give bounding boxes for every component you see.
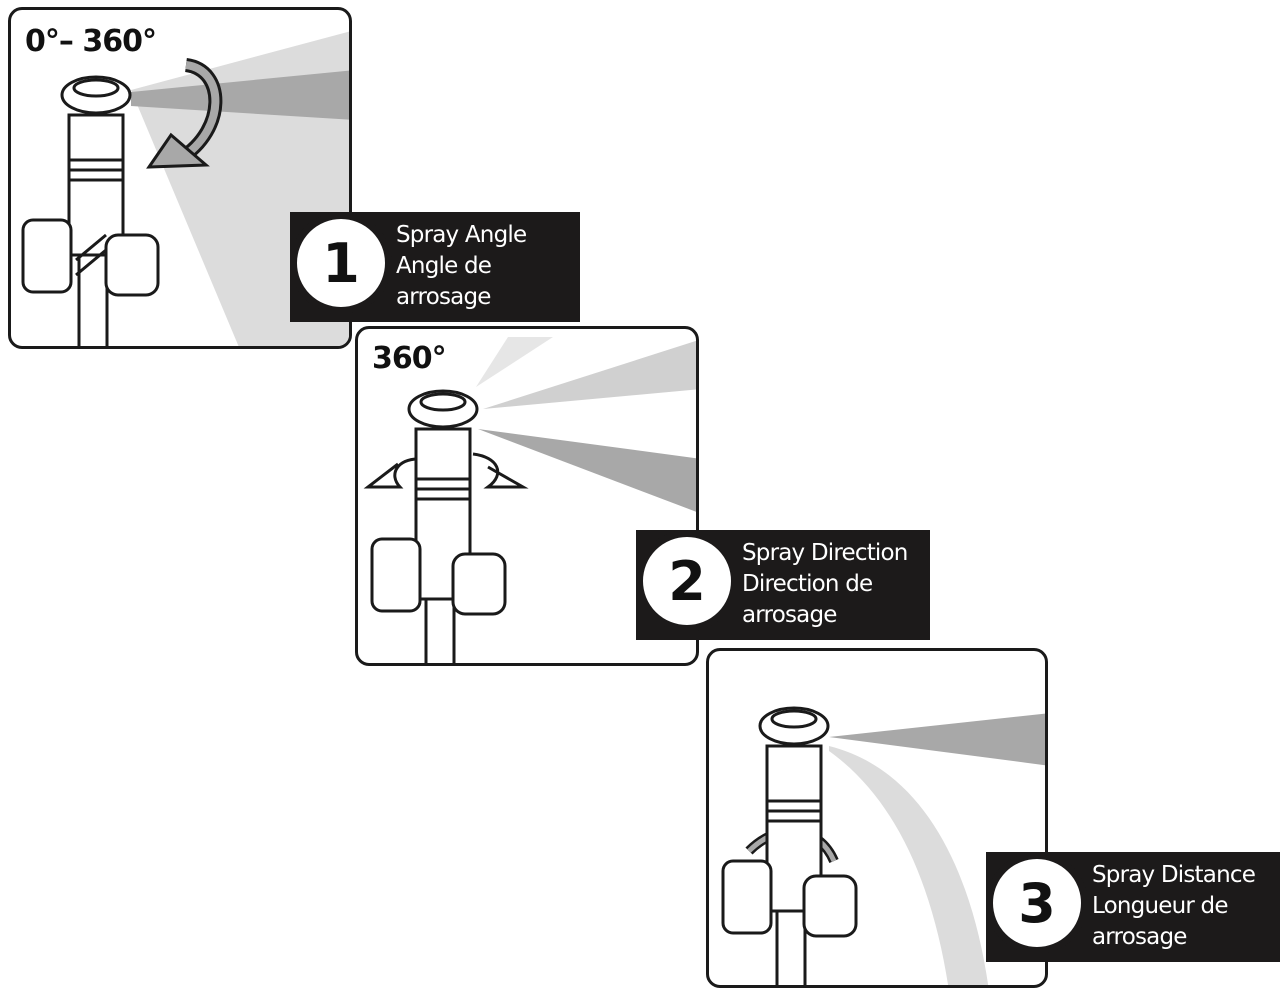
- step-1-badge: 1 Spray Angle Angle de arrosage: [290, 212, 580, 322]
- step-label: Spray Distance Longueur de arrosage: [1092, 860, 1256, 953]
- step-label: Spray Direction Direction de arrosage: [742, 538, 908, 631]
- label-fr-2: arrosage: [742, 602, 837, 628]
- label-en: Spray Distance: [1092, 862, 1256, 888]
- label-fr-2: arrosage: [1092, 924, 1187, 950]
- sprinkler-icon: [370, 389, 507, 663]
- step-label: Spray Angle Angle de arrosage: [396, 220, 527, 313]
- label-fr-1: Direction de: [742, 571, 873, 597]
- step-number: 1: [290, 212, 392, 314]
- label-fr-1: Angle de: [396, 253, 492, 279]
- step-number: 3: [986, 852, 1088, 954]
- spray-jet-lower: [478, 429, 696, 512]
- spray-arc: [829, 746, 989, 985]
- spray-fan-light: [476, 337, 553, 387]
- label-fr-1: Longueur de: [1092, 893, 1228, 919]
- spray-jet: [829, 713, 1045, 766]
- angle-label: 0°– 360°: [25, 24, 157, 59]
- step-3-badge: 3 Spray Distance Longueur de arrosage: [986, 852, 1280, 962]
- spray-jet: [131, 70, 349, 120]
- rotate-arrows-icon: [363, 452, 529, 489]
- label-en: Spray Angle: [396, 222, 527, 248]
- sprinkler-icon: [21, 75, 160, 346]
- step-number: 2: [636, 530, 738, 632]
- label-fr-2: arrosage: [396, 284, 491, 310]
- step-3-illustration: [721, 706, 1045, 985]
- angle-label: 360°: [372, 341, 447, 376]
- curved-arrow-icon: [146, 58, 223, 169]
- label-en: Spray Direction: [742, 540, 908, 566]
- step-2-illustration: [363, 337, 696, 663]
- step-2-badge: 2 Spray Direction Direction de arrosage: [636, 530, 930, 640]
- sprinkler-icon: [721, 706, 858, 985]
